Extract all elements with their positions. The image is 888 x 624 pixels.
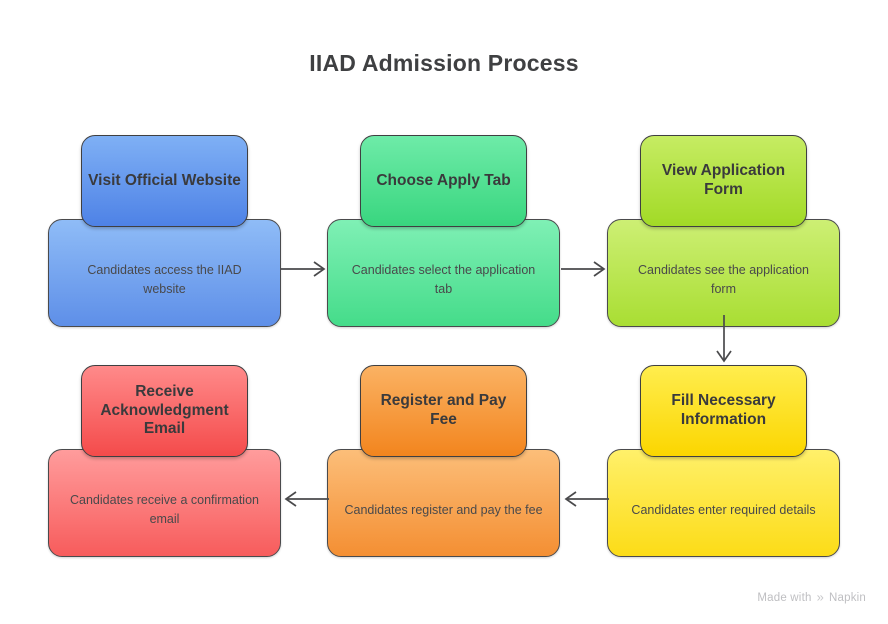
node-header-card[interactable]: Fill Necessary Information [640, 365, 807, 457]
node-header-card[interactable]: Choose Apply Tab [360, 135, 527, 227]
node-body-card: Candidates register and pay the fee [327, 449, 560, 557]
napkin-logo-icon: » [816, 589, 824, 605]
node-body-card: Candidates see the application form [607, 219, 840, 327]
node-header-card[interactable]: Register and Pay Fee [360, 365, 527, 457]
node-header-card[interactable]: Visit Official Website [81, 135, 248, 227]
node-body-card: Candidates enter required details [607, 449, 840, 557]
node-body-card: Candidates select the application tab [327, 219, 560, 327]
page-title: IIAD Admission Process [309, 50, 579, 76]
node-body-text: Candidates receive a confirmation email [70, 493, 259, 526]
node-header-card[interactable]: Receive Acknowledgment Email [81, 365, 248, 457]
node-header-text: Receive Acknowledgment Email [100, 383, 229, 438]
flow-node-visit-official-website[interactable]: Candidates access the IIAD website Visit… [48, 135, 281, 327]
node-body-card: Candidates access the IIAD website [48, 219, 281, 327]
connector-arrow-right-2 [561, 261, 606, 277]
watermark-prefix-text: Made with [757, 591, 812, 604]
node-header-text: View Application Form [661, 162, 786, 198]
node-body-text: Candidates access the IIAD website [87, 263, 242, 296]
connector-arrow-down-1 [716, 315, 732, 363]
node-body-text: Candidates see the application form [638, 263, 809, 296]
node-header-card[interactable]: View Application Form [640, 135, 807, 227]
flow-node-receive-acknowledgment-email[interactable]: Candidates receive a confirmation email … [48, 365, 281, 557]
flow-node-view-application-form[interactable]: Candidates see the application form View… [607, 135, 840, 327]
node-body-card: Candidates receive a confirmation email [48, 449, 281, 557]
connector-arrow-left-2 [284, 491, 329, 507]
node-body-text: Candidates register and pay the fee [344, 502, 543, 517]
flow-node-choose-apply-tab[interactable]: Candidates select the application tab Ch… [327, 135, 560, 327]
node-body-text: Candidates select the application tab [351, 263, 536, 296]
flow-node-register-and-pay-fee[interactable]: Candidates register and pay the fee Regi… [327, 365, 560, 557]
node-body-text: Candidates enter required details [631, 502, 816, 517]
node-header-text: Choose Apply Tab [376, 171, 511, 189]
connector-arrow-left-1 [564, 491, 609, 507]
node-header-text: Visit Official Website [88, 171, 241, 189]
napkin-watermark: Made with » Napkin [757, 591, 866, 604]
node-header-text: Register and Pay Fee [380, 392, 507, 428]
flow-node-fill-necessary-information[interactable]: Candidates enter required details Fill N… [607, 365, 840, 557]
watermark-brand-text: Napkin [829, 591, 866, 604]
node-header-text: Fill Necessary Information [671, 392, 776, 428]
connector-arrow-right-1 [281, 261, 326, 277]
